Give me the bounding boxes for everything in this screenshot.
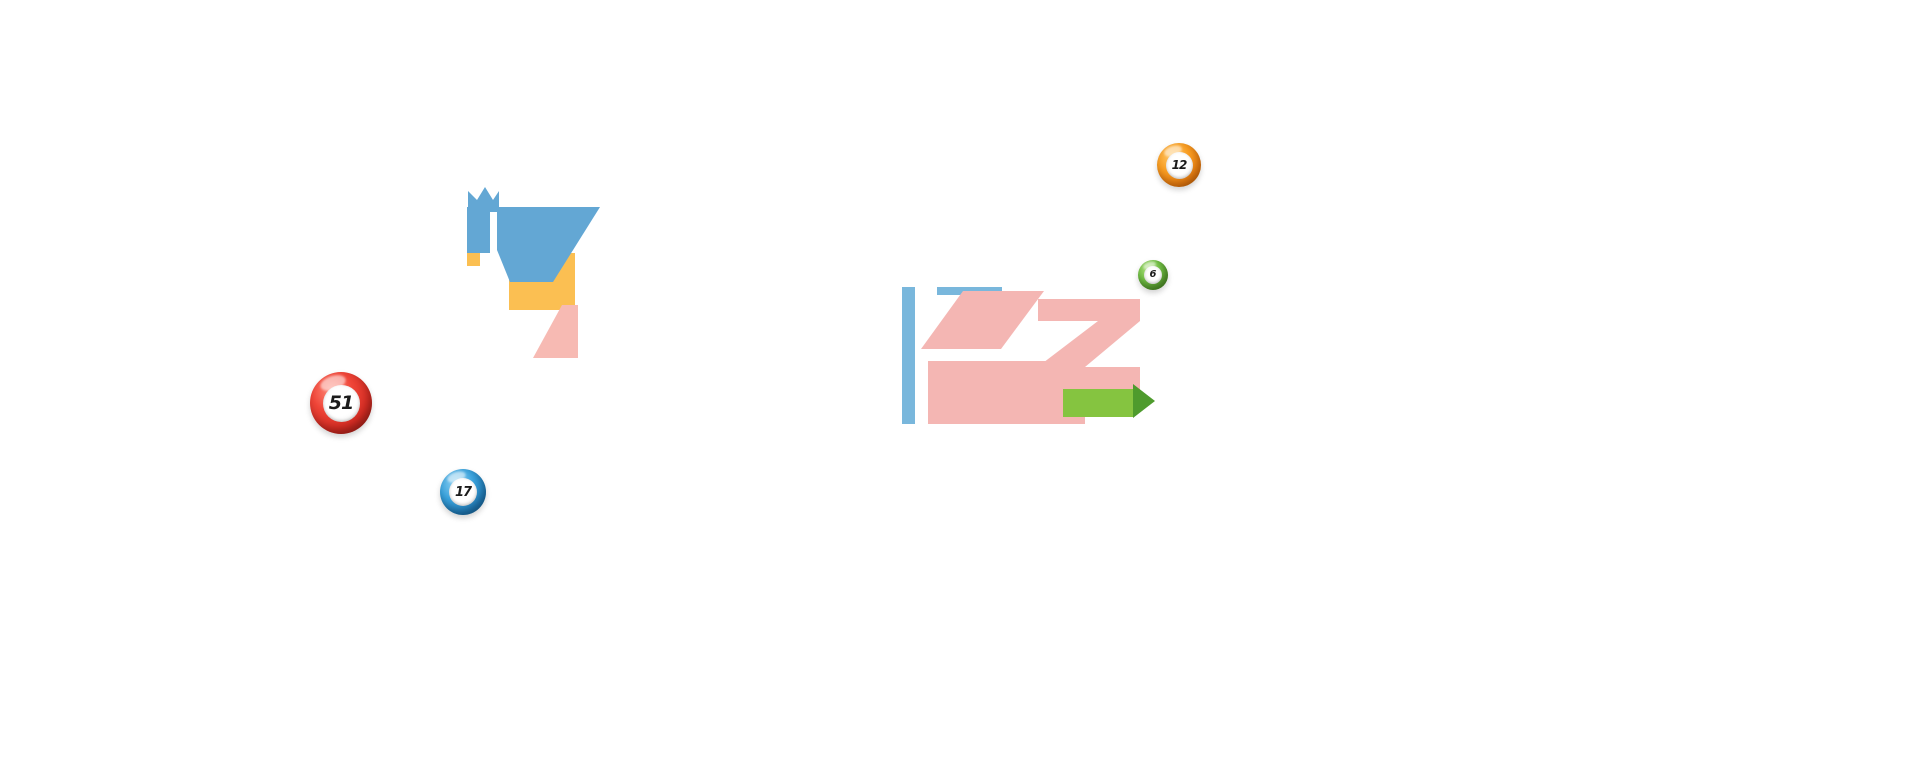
green-pencil-tip-shape <box>1133 384 1155 418</box>
blue-vertical-bar-shape <box>902 287 915 424</box>
bingo-ball-12-number: 12 <box>1171 158 1188 172</box>
pink-numeral-two-shape <box>1035 299 1140 391</box>
pink-diagonal-shape <box>921 291 1044 349</box>
blue-wedge-shape <box>497 207 600 282</box>
bingo-ball-51: 51 <box>310 372 372 434</box>
bingo-ball-51-face: 51 <box>322 384 360 422</box>
blue-crown-shape <box>468 187 499 212</box>
right-shape-cluster <box>902 287 1155 424</box>
bingo-ball-12: 12 <box>1157 143 1201 187</box>
bingo-ball-6-face: 6 <box>1144 266 1162 284</box>
yellow-small-square-shape <box>467 253 480 266</box>
green-pencil-body-shape <box>1063 389 1133 417</box>
bingo-ball-17-face: 17 <box>449 478 477 506</box>
bingo-ball-12-face: 12 <box>1165 151 1193 179</box>
left-shape-cluster <box>467 187 600 358</box>
pink-triangle-shape <box>533 305 578 358</box>
bingo-ball-6-number: 6 <box>1149 269 1157 280</box>
blue-strip-shape <box>467 207 490 253</box>
bingo-ball-17-number: 17 <box>454 484 472 500</box>
bingo-ball-6: 6 <box>1138 260 1168 290</box>
bingo-ball-17: 17 <box>440 469 486 515</box>
bingo-ball-51-number: 51 <box>328 391 354 414</box>
